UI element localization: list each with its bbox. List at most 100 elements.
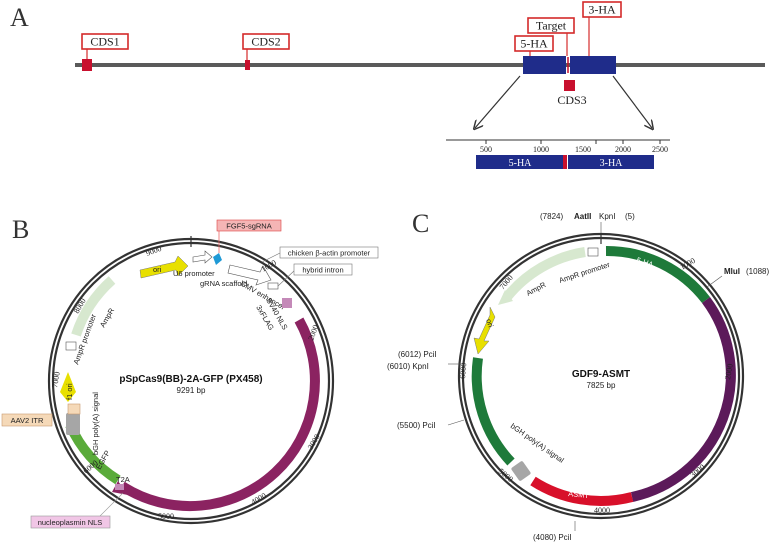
c-ampr-promoter-block xyxy=(587,247,599,257)
zoom-arrow-left xyxy=(475,75,521,128)
c-ori-arrow xyxy=(473,306,496,355)
cds1-label: CDS1 xyxy=(90,35,119,49)
ori-arrow xyxy=(139,255,189,279)
scale-three-ha-bar xyxy=(568,155,654,169)
cba-leader xyxy=(261,252,281,263)
cds2-label: CDS2 xyxy=(251,35,280,49)
c-site-7824-num: (7824) xyxy=(540,212,563,221)
panel-b: B Cas9 EGFP T2A bGH poly(A) signal f1 or… xyxy=(1,215,379,529)
u6-promoter-arrow xyxy=(192,250,213,264)
ampr-promoter-block xyxy=(65,341,77,351)
c-ampr-arrowhead xyxy=(498,290,513,305)
panel-c-letter: C xyxy=(412,209,429,238)
sv40-block xyxy=(282,298,292,308)
ampr-arc xyxy=(71,276,116,337)
scale-three-ha-label: 3-HA xyxy=(600,158,624,169)
scale-tick-label: 2000 xyxy=(615,145,631,154)
f1-ori-label: f1 ori xyxy=(65,383,74,400)
zoom-arrow-right xyxy=(612,75,652,128)
c-gdf9-arc xyxy=(630,297,736,502)
cas9-arc xyxy=(119,317,320,512)
five-ha-box xyxy=(514,35,554,52)
c-ori-label: ori xyxy=(484,318,495,329)
five-ha-label: 5-HA xyxy=(520,37,548,51)
aav-itr-label: AAV2 ITR xyxy=(11,416,44,425)
plasmid-c-size: 7825 bp xyxy=(587,381,616,390)
panel-c: C 5-HA GDF9 ASMT bGH poly(A) signal 3-HA… xyxy=(387,209,769,542)
cba-label: chicken β-actin promoter xyxy=(288,249,371,258)
cds3-label: CDS3 xyxy=(557,93,586,107)
scale-tick-label: 2500 xyxy=(652,145,668,154)
b-tick-2000: 2000 xyxy=(306,324,320,342)
cds2-mark xyxy=(245,60,250,70)
c-asmt-label: ASMT xyxy=(568,489,590,500)
b-tick-7000: 7000 xyxy=(50,371,62,388)
u6-promoter-label: U6 promoter xyxy=(173,269,215,278)
c-mlui-leader xyxy=(706,275,723,288)
bgh-block xyxy=(66,413,80,435)
bgh-label: bGH poly(A) signal xyxy=(91,392,100,455)
nls-tag xyxy=(30,515,111,529)
c-five-ha-arc xyxy=(605,245,710,304)
c-three-ha-arc xyxy=(471,357,515,466)
plasmid-c-title: GDF9-ASMT xyxy=(572,369,630,380)
cba-promoter-arrow xyxy=(227,264,272,286)
c-site-kpni-top: KpnI xyxy=(599,212,615,221)
three-ha-box xyxy=(582,1,622,18)
cds3-mark xyxy=(564,80,575,91)
c-site-pcii-6012: (6012) PciI xyxy=(398,350,437,359)
ampr-label: AmpR xyxy=(98,306,117,329)
t2a-label: T2A xyxy=(116,475,130,484)
c-site-kpni-num: (5) xyxy=(625,212,635,221)
c-bgh-label: bGH poly(A) signal xyxy=(509,421,566,465)
three-ha-label: 3-HA xyxy=(588,3,616,17)
sgrna-tag xyxy=(216,219,282,232)
cas9-label: Cas9 xyxy=(234,444,251,464)
panel-a: A CDS1 CDS2 5-HA Target 3-HA CDS3 xyxy=(10,1,765,169)
c-ampr-arc xyxy=(503,247,586,301)
cds1-box xyxy=(81,33,129,50)
aav-itr-block xyxy=(67,403,81,415)
f1-ori-block xyxy=(60,372,76,402)
plasmid-b-title: pSpCas9(BB)-2A-GFP (PX458) xyxy=(119,374,262,385)
target-label: Target xyxy=(536,19,567,33)
c-site-pcii-5500: (5500) PciI xyxy=(397,421,436,430)
b-tick-5000: 5000 xyxy=(158,512,174,521)
sgrna-block xyxy=(213,253,222,265)
five-ha-arm xyxy=(523,56,566,74)
c-tick-6000: 6000 xyxy=(458,362,468,379)
three-ha-arm xyxy=(570,56,616,74)
nls-leader xyxy=(99,492,124,517)
aav-itr-tag xyxy=(1,413,53,427)
cba-tag xyxy=(279,246,379,259)
c-site-aatii: AatII xyxy=(574,212,591,221)
panel-a-letter: A xyxy=(10,3,29,32)
scale-ticks: 500 1000 1500 2000 2500 xyxy=(480,140,668,154)
c-5500-leader xyxy=(447,419,465,426)
c-bgh-block xyxy=(511,461,531,481)
c-site-kpni-6010: (6010) KpnI xyxy=(387,362,429,371)
hybrid-tag xyxy=(293,263,353,276)
plasmid-b-size: 9291 bp xyxy=(177,386,206,395)
panel-b-letter: B xyxy=(12,215,29,244)
scale-tick-label: 500 xyxy=(480,145,492,154)
hybrid-label: hybrid intron xyxy=(302,266,343,275)
c-tick-2000: 2000 xyxy=(723,363,735,380)
c-tick-4000: 4000 xyxy=(594,506,610,515)
c-ampr-promoter-label: AmpR promoter xyxy=(558,260,612,285)
scale-five-ha-label: 5-HA xyxy=(509,158,533,169)
nls-label: nucleoplasmin NLS xyxy=(38,518,103,527)
sgrna-label: FGF5-sgRNA xyxy=(226,222,271,231)
scale-target-mark xyxy=(563,155,567,169)
hybrid-intron-block xyxy=(267,282,279,290)
scale-five-ha-bar xyxy=(476,155,565,169)
scale-tick-label: 1000 xyxy=(533,145,549,154)
target-box xyxy=(527,17,575,34)
cds1-mark xyxy=(82,59,92,71)
c-site-mlui: MluI xyxy=(724,267,740,276)
ori-label: ori xyxy=(153,265,162,274)
c-site-mlui-num: (1088) xyxy=(746,267,769,276)
scale-tick-label: 1500 xyxy=(575,145,591,154)
cds2-box xyxy=(242,33,290,50)
